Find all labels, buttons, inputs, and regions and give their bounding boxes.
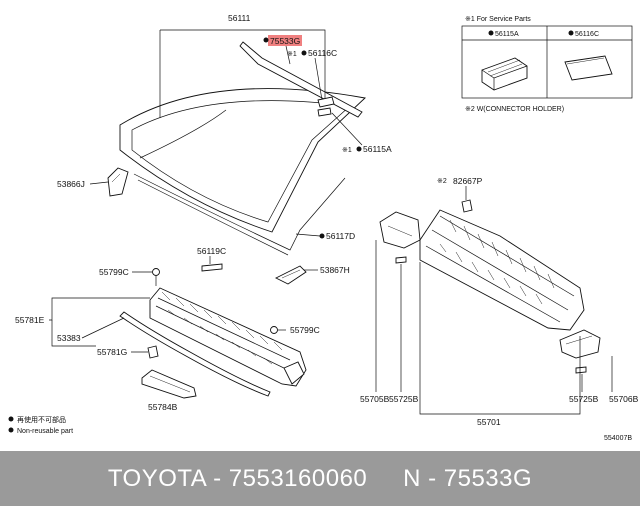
label-55705b: 55705B	[360, 394, 390, 404]
label-55781g: 55781G	[97, 347, 127, 357]
legend-en: Non-reusable part	[17, 428, 73, 435]
part-56115a-sketch	[481, 57, 528, 91]
label-55725b-left: 55725B	[389, 394, 419, 404]
service-parts-title: ※1 For Service Parts	[465, 16, 531, 23]
clip-55781g	[147, 345, 159, 359]
label-56116c: 56116C	[308, 48, 337, 58]
clip-56119c	[201, 263, 223, 272]
label-53383: 53383	[57, 333, 81, 343]
label-56115a: 56115A	[363, 144, 392, 154]
bracket-53866j	[107, 167, 129, 197]
label-55784b: 55784B	[148, 402, 178, 412]
non-reusable-dot-icon	[568, 30, 574, 36]
non-reusable-dot-icon	[263, 37, 269, 43]
part-56116c-sketch	[564, 55, 613, 81]
non-reusable-dot-icon	[8, 427, 14, 433]
connector-holder-note: ※2 W(CONNECTOR HOLDER)	[465, 106, 564, 113]
label-53867h: 53867H	[320, 265, 350, 275]
label-56117d: 56117D	[326, 231, 355, 241]
clip-55799c-right	[270, 326, 278, 334]
clip-55799c-upper	[152, 268, 160, 276]
bracket-53867h	[274, 265, 307, 285]
part-number-banner: TOYOTA - 7553160060 N - 75533G	[0, 451, 640, 506]
service-col2-label: 56116C	[575, 31, 599, 38]
highlight-75533g	[268, 35, 302, 46]
connector-holder-82667p	[461, 199, 473, 213]
label-82667p: 82667P	[453, 176, 483, 186]
label-55799c-right: 55799C	[290, 325, 320, 335]
part-number-text: TOYOTA - 7553160060 N - 75533G	[107, 464, 533, 492]
non-reusable-dot-icon	[8, 416, 14, 422]
clip-56116c	[317, 96, 335, 108]
mark1-56116c: ※1	[287, 51, 297, 58]
seal-53383	[119, 311, 271, 397]
label-56111: 56111	[228, 13, 251, 23]
mark1-56115a: ※1	[342, 147, 352, 154]
clip-56115a	[317, 107, 332, 117]
diagram-code: 554007B	[604, 435, 632, 442]
label-53866j: 53866J	[57, 179, 85, 189]
bracket-55705b	[379, 211, 421, 249]
label-55799c-upper: 55799C	[99, 267, 129, 277]
label-55701: 55701	[477, 417, 501, 427]
parts-diagram: ※1 For Service Parts 56115A 56116C ※2 W(…	[8, 13, 639, 442]
service-parts-panel: ※1 For Service Parts 56115A 56116C ※2 W(…	[461, 16, 633, 113]
clip-55725b-right	[575, 366, 587, 374]
service-col1-label: 56115A	[495, 31, 519, 38]
legend-jp: 再使用不可部品	[17, 415, 66, 424]
cowl-louver-assembly	[149, 287, 307, 387]
cowl-top-panel-55701	[419, 209, 585, 331]
label-56119c: 56119C	[197, 246, 226, 256]
non-reusable-dot-icon	[488, 30, 494, 36]
label-55706b: 55706B	[609, 394, 639, 404]
bracket-55784b	[141, 369, 197, 399]
label-55781e: 55781E	[15, 315, 45, 325]
label-55725b-right: 55725B	[569, 394, 599, 404]
label-75533g: 75533G	[270, 36, 300, 46]
windshield-glass-56111	[119, 88, 366, 256]
non-reusable-dot-icon	[356, 146, 362, 152]
mark2-82667p: ※2	[437, 178, 447, 185]
non-reusable-dot-icon	[301, 50, 307, 56]
clip-55725b-left	[395, 256, 407, 264]
non-reusable-dot-icon	[319, 233, 325, 239]
